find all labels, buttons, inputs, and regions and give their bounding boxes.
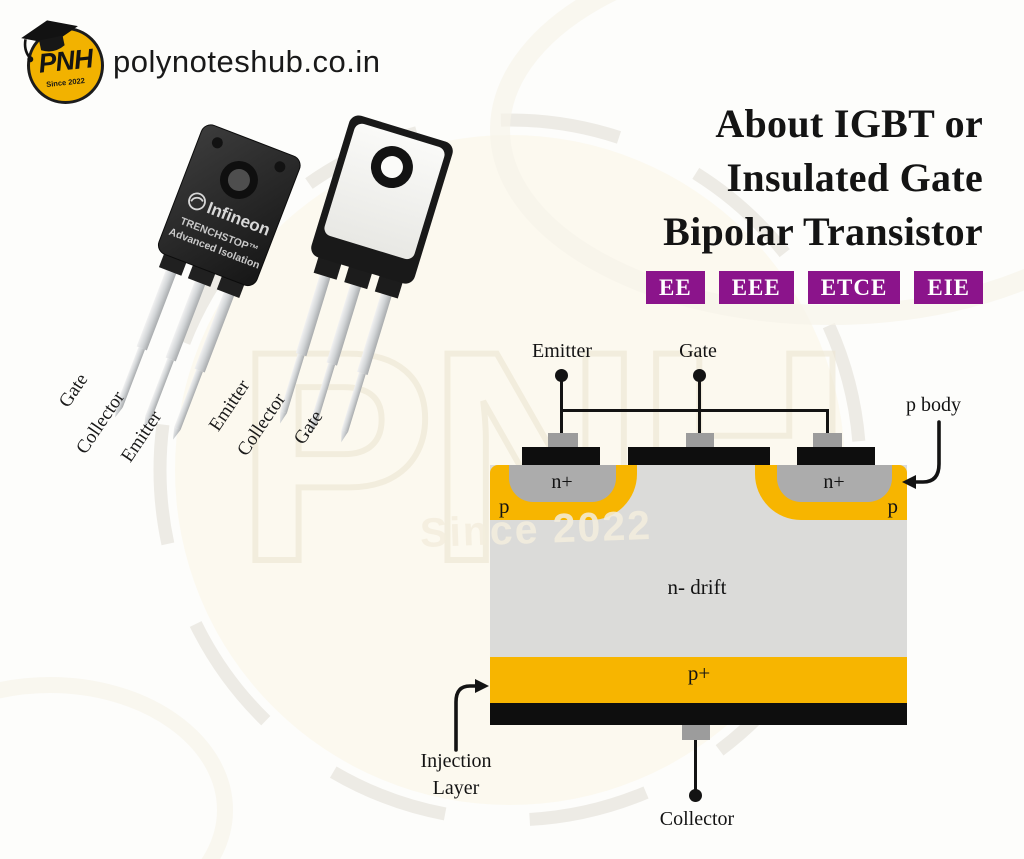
package-front: Infineon TRENCHSTOP™ Advanced Isolation xyxy=(115,124,301,440)
gate-wire xyxy=(698,375,701,434)
p-body-arrow xyxy=(902,420,941,489)
gate-terminal-label: Gate xyxy=(679,340,717,362)
igbt-die-cross-section: n+ n+ p p n- drift p+ xyxy=(490,465,907,725)
p-label-left: p xyxy=(499,494,510,518)
branch-badges: EE EEE ETCE EIE xyxy=(646,271,983,304)
p-label-right: p xyxy=(887,494,899,518)
gate-electrode xyxy=(628,447,770,465)
collector-wire xyxy=(694,740,697,791)
collector-terminal-dot xyxy=(689,789,702,802)
collector-metal-layer xyxy=(490,703,907,725)
package-back-pins xyxy=(280,272,393,443)
package-front-body xyxy=(157,124,301,287)
emitter-contact-pad-right xyxy=(813,433,842,448)
badge-ee: EE xyxy=(646,271,705,304)
title-line-1: About IGBT or xyxy=(715,101,983,146)
p-body-annotation-label: p body xyxy=(906,394,961,416)
n-plus-region-left xyxy=(509,465,616,502)
package-back xyxy=(280,115,453,443)
emitter-bus-drop-wire xyxy=(826,409,829,435)
package-front-corner-hole xyxy=(274,161,286,173)
emitter-terminal-dot xyxy=(555,369,568,382)
emitter-electrode-left xyxy=(522,447,600,465)
n-drift-label: n- drift xyxy=(667,575,727,599)
package-back-ceramic-pad xyxy=(324,123,445,260)
emitter-wire xyxy=(560,375,563,434)
gate-terminal-dot xyxy=(693,369,706,382)
n-plus-label-left: n+ xyxy=(551,471,573,493)
collector-terminal-label: Collector xyxy=(659,808,735,830)
badge-etce: ETCE xyxy=(807,271,901,304)
page-title: About IGBT or Insulated Gate Bipolar Tra… xyxy=(663,97,983,259)
n-plus-label-right: n+ xyxy=(823,471,845,493)
injection-layer-arrow xyxy=(454,679,489,752)
p-plus-injection-layer xyxy=(490,657,907,703)
decor-swirl-bottom-left xyxy=(0,677,233,859)
infineon-logo-icon xyxy=(188,192,206,211)
graduation-cap-icon xyxy=(21,20,78,63)
n-plus-region-right xyxy=(777,465,892,502)
package-front-corner-hole xyxy=(211,137,223,149)
p-plus-label: p+ xyxy=(687,661,711,685)
emitter-electrode-right xyxy=(797,447,875,465)
pnh-logo: PNH Since 2022 xyxy=(21,20,104,104)
emitter-bus-wire xyxy=(560,409,829,412)
decor-swirl-top-right xyxy=(490,0,1024,325)
emitter-contact-pad xyxy=(548,433,578,448)
title-line-3: Bipolar Transistor xyxy=(663,209,983,254)
title-line-2: Insulated Gate xyxy=(726,155,983,200)
gate-contact-pad xyxy=(686,433,714,448)
badge-eee: EEE xyxy=(718,271,794,304)
site-name: polynoteshub.co.in xyxy=(113,44,381,79)
injection-layer-label-line1: Injection xyxy=(420,750,492,772)
badge-eie: EIE xyxy=(914,271,983,304)
injection-layer-label-line2: Layer xyxy=(432,777,480,799)
collector-contact-pad xyxy=(682,725,710,740)
emitter-terminal-label: Emitter xyxy=(532,340,592,362)
package-front-pins xyxy=(115,267,235,440)
